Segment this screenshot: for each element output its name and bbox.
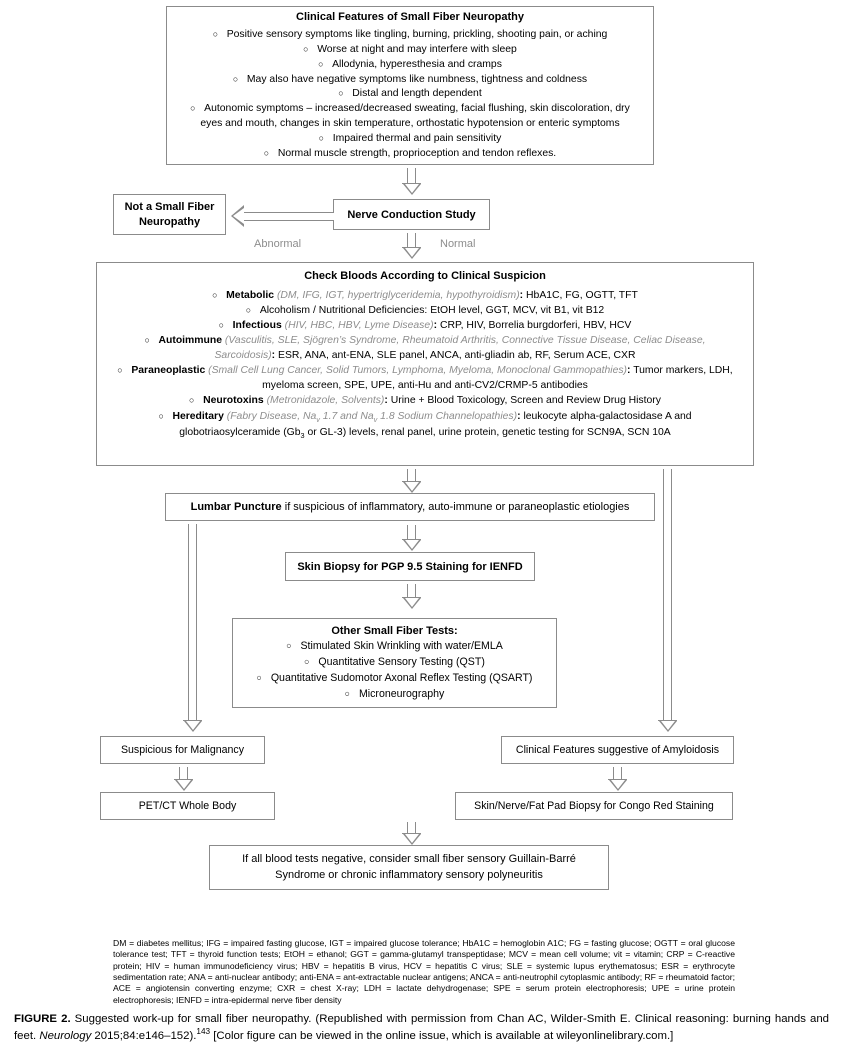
box-skin-biopsy: Skin Biopsy for PGP 9.5 Staining for IEN… <box>285 552 535 581</box>
final-box-label: If all blood tests negative, consider sm… <box>242 852 576 881</box>
bullet-icon: ○ <box>144 335 150 346</box>
bullet-icon: ○ <box>318 132 325 143</box>
pet-ct-label: PET/CT Whole Body <box>138 800 237 812</box>
ncs-label: Nerve Conduction Study <box>347 208 476 221</box>
congo-red-label: Skin/Nerve/Fat Pad Biopsy for Congo Red … <box>474 800 714 812</box>
other-test-item: ○ Quantitative Sudomotor Axonal Reflex T… <box>256 672 533 685</box>
edge-label-abnormal: Abnormal <box>254 238 302 250</box>
caption-text-2: 2015;84:e146–152). <box>91 1029 197 1042</box>
other-test-item: ○ Quantitative Sensory Testing (QST) <box>304 656 485 669</box>
amyloidosis-label: Clinical Features suggestive of Amyloido… <box>515 744 720 756</box>
arrow-features-to-ncs <box>402 168 421 195</box>
suspicious-malignancy-label: Suspicious for Malignancy <box>120 744 245 756</box>
clinical-features-item: ○ Allodynia, hyperesthesia and cramps <box>318 58 502 70</box>
skin-biopsy-label: Skin Biopsy for PGP 9.5 Staining for IEN… <box>297 560 523 573</box>
other-tests-title: Other Small Fiber Tests: <box>331 624 458 637</box>
blood-row: ○ Neurotoxins (Metronidazole, Solvents):… <box>189 395 661 407</box>
clinical-features-item: ○ Autonomic symptoms – increased/decreas… <box>190 103 630 130</box>
journal-name: Neurology <box>39 1029 92 1042</box>
blood-row: ○ Paraneoplastic (Small Cell Lung Cancer… <box>117 365 733 392</box>
clinical-features-item: ○ Normal muscle strength, proprioception… <box>263 147 557 159</box>
hereditary-examples: (Fabry Disease, Nav 1.7 and Nav 1.8 Sodi… <box>226 410 518 424</box>
box-nerve-conduction-study: Nerve Conduction Study <box>333 199 490 230</box>
bullet-icon: ○ <box>286 640 292 651</box>
box-clinical-features: Clinical Features of Small Fiber Neuropa… <box>166 6 654 165</box>
box-not-small-fiber-neuropathy: Not a Small Fiber Neuropathy <box>113 194 226 235</box>
hereditary-tests: leukocyte alpha-galactosidase A and glob… <box>179 410 692 441</box>
arrow-other-tests-to-final <box>402 822 421 845</box>
bullet-icon: ○ <box>303 44 309 55</box>
bullet-icon: ○ <box>256 672 262 683</box>
not-small-fiber-label: Not a Small Fiber Neuropathy <box>124 200 215 228</box>
abbreviations-footnote: DM = diabetes mellitus; IFG = impaired f… <box>113 938 735 1005</box>
edge-label-normal: Normal <box>440 238 476 250</box>
caption-text-1: Suggested work-up for small fiber neurop… <box>14 1013 829 1042</box>
bullet-icon: ○ <box>189 395 195 406</box>
clinical-features-title: Clinical Features of Small Fiber Neuropa… <box>296 10 524 23</box>
arrow-malignancy-to-petct <box>174 767 193 791</box>
reference-number: 143 <box>196 1027 211 1037</box>
bullet-icon: ○ <box>344 688 351 699</box>
bullet-icon: ○ <box>158 410 164 421</box>
box-suspicious-for-malignancy: Suspicious for Malignancy <box>100 736 265 764</box>
clinical-features-item: ○ Worse at night and may interfere with … <box>303 44 517 56</box>
box-check-bloods: Check Bloods According to Clinical Suspi… <box>96 262 754 466</box>
figure-label: FIGURE 2. <box>14 1013 71 1025</box>
caption-text-3: [Color figure can be viewed in the onlin… <box>210 1029 674 1042</box>
arrow-ncs-to-bloods <box>402 233 421 259</box>
bullet-icon: ○ <box>218 319 224 330</box>
blood-row: ○ Hereditary (Fabry Disease, Nav 1.7 and… <box>158 410 692 441</box>
blood-row: ○ Alcoholism / Nutritional Deficiencies:… <box>245 304 605 317</box>
bullet-icon: ○ <box>245 304 252 315</box>
clinical-features-item: ○ Impaired thermal and pain sensitivity <box>318 132 502 144</box>
figure-caption: FIGURE 2. Suggested work-up for small fi… <box>14 1012 829 1044</box>
box-congo-red-staining: Skin/Nerve/Fat Pad Biopsy for Congo Red … <box>455 792 733 820</box>
bullet-icon: ○ <box>232 73 239 84</box>
arrow-ncs-to-not-sfn <box>231 205 334 227</box>
bullet-icon: ○ <box>338 88 344 99</box>
other-test-item: ○ Microneurography <box>344 688 445 701</box>
check-bloods-title: Check Bloods According to Clinical Suspi… <box>304 270 546 282</box>
arrow-bloods-to-lumbar <box>402 469 421 493</box>
bullet-icon: ○ <box>263 147 270 158</box>
bullet-icon: ○ <box>117 365 123 376</box>
clinical-features-item: ○ May also have negative symptoms like n… <box>232 73 588 85</box>
bullet-icon: ○ <box>190 103 196 114</box>
box-final-consideration: If all blood tests negative, consider sm… <box>209 845 609 890</box>
other-test-item: ○ Stimulated Skin Wrinkling with water/E… <box>286 640 503 653</box>
box-amyloidosis: Clinical Features suggestive of Amyloido… <box>501 736 734 764</box>
arrow-skin-biopsy-to-other-tests <box>402 584 421 609</box>
blood-row: ○ Infectious (HIV, HBC, HBV, Lyme Diseas… <box>218 319 632 332</box>
bullet-icon: ○ <box>212 289 218 300</box>
blood-row: ○ Autoimmune (Vasculitis, SLE, Sjögren’s… <box>144 335 706 362</box>
lumbar-puncture-label: Lumbar Puncture if suspicious of inflamm… <box>190 501 630 513</box>
clinical-features-item: ○ Distal and length dependent <box>338 88 482 100</box>
blood-row: ○ Metabolic (DM, IFG, IGT, hypertriglyce… <box>212 289 638 301</box>
bullet-icon: ○ <box>212 29 219 40</box>
arrow-bloods-to-amyloidosis <box>658 469 677 732</box>
arrow-lumbar-to-malignancy <box>183 524 202 732</box>
box-pet-ct-whole-body: PET/CT Whole Body <box>100 792 275 820</box>
box-other-small-fiber-tests: Other Small Fiber Tests: ○ Stimulated Sk… <box>232 618 557 708</box>
clinical-features-item: ○ Positive sensory symptoms like tinglin… <box>212 29 608 41</box>
arrow-amyloidosis-to-congo-red <box>608 767 627 791</box>
arrow-lumbar-to-skin-biopsy <box>402 525 421 551</box>
box-lumbar-puncture: Lumbar Puncture if suspicious of inflamm… <box>165 493 655 521</box>
bullet-icon: ○ <box>304 656 310 667</box>
bullet-icon: ○ <box>318 58 324 69</box>
